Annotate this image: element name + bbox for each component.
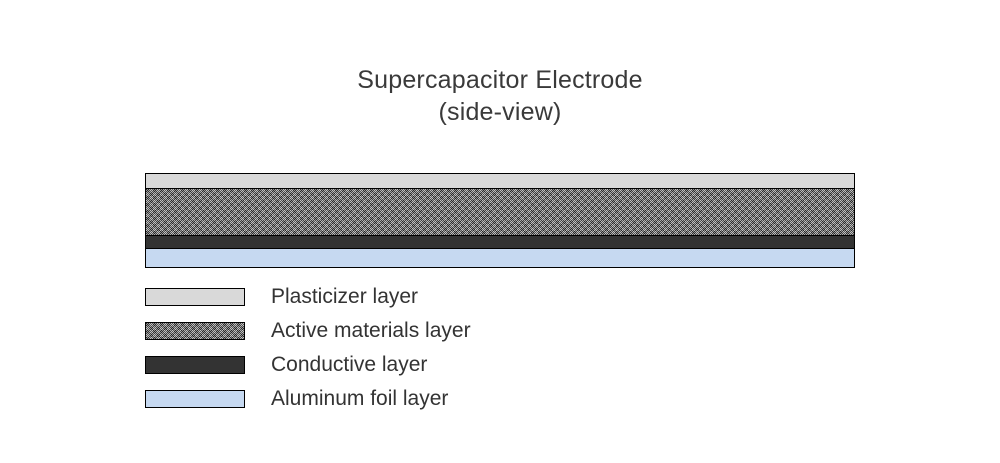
legend-item-aluminum-foil: Aluminum foil layer: [145, 387, 471, 410]
legend-item-active-materials: Active materials layer: [145, 319, 471, 342]
legend-swatch-aluminum-foil: [145, 390, 245, 408]
legend-swatch-active-materials: [145, 322, 245, 340]
legend-label-plasticizer: Plasticizer layer: [271, 285, 419, 308]
legend-label-conductive: Conductive layer: [271, 353, 428, 376]
page-title: Supercapacitor Electrode (side-view): [0, 64, 1000, 128]
legend-item-plasticizer: Plasticizer layer: [145, 285, 471, 308]
layer-aluminum-foil: [145, 248, 855, 268]
title-line-2: (side-view): [438, 98, 562, 126]
legend-swatch-plasticizer: [145, 288, 245, 306]
legend-label-aluminum-foil: Aluminum foil layer: [271, 387, 449, 410]
layer-plasticizer: [145, 173, 855, 189]
layer-conductive: [145, 235, 855, 249]
legend: Plasticizer layer Active materials layer…: [145, 285, 471, 424]
legend-swatch-conductive: [145, 356, 245, 374]
title-line-1: Supercapacitor Electrode: [357, 66, 643, 94]
layer-active-materials: [145, 188, 855, 236]
legend-item-conductive: Conductive layer: [145, 353, 471, 376]
legend-label-active-materials: Active materials layer: [271, 319, 471, 342]
